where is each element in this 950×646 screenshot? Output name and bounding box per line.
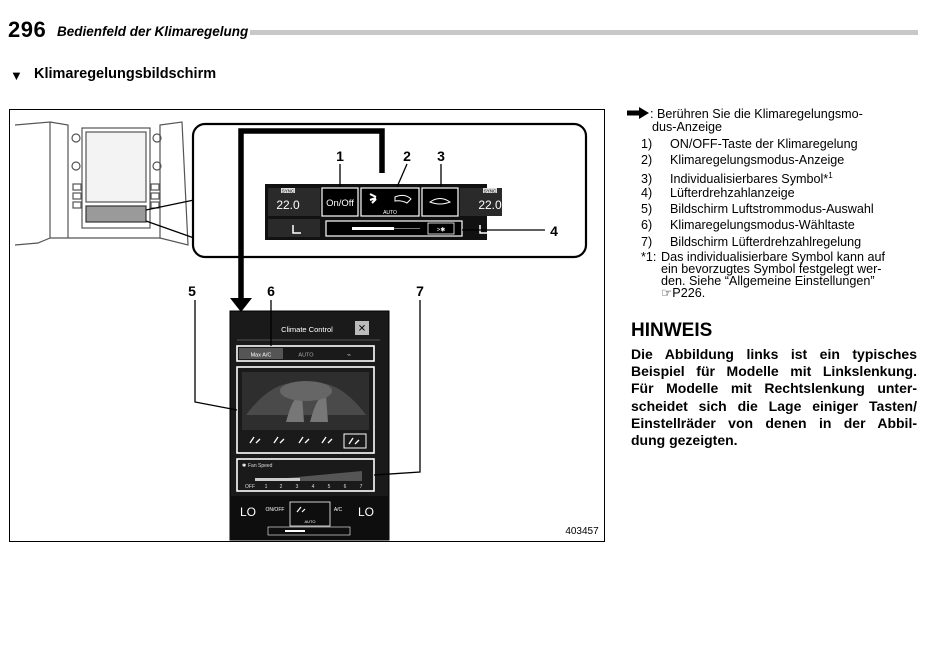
- legend-item-4: 4)Lüfterdrehzahlanzeige: [641, 186, 795, 200]
- custom-symbol: [421, 187, 459, 217]
- callout-2: 2: [403, 148, 411, 164]
- fan-scale-off: OFF: [245, 484, 255, 490]
- callout-1: 1: [336, 148, 344, 164]
- sync-label-left: SYNC: [282, 189, 295, 194]
- chapter-title: Bedienfeld der Klimaregelung: [57, 24, 249, 39]
- hinweis-text: Die Abbildung links ist ein typisches Be…: [631, 346, 917, 449]
- legend-item-6: 6)Klimaregelungsmodus-Wähltaste: [641, 218, 855, 232]
- close-icon: [355, 321, 369, 335]
- mode-auto: AUTO: [298, 353, 314, 359]
- legend-item-7: 7)Bildschirm Lüfterdrehzahlregelung: [641, 235, 862, 249]
- arrow-right-icon: [627, 107, 649, 119]
- callout-3: 3: [437, 148, 445, 164]
- figure-id: 403457: [565, 526, 599, 537]
- callout-5: 5: [188, 283, 196, 299]
- fan-scale-6: 6: [344, 484, 347, 490]
- callout-7: 7: [416, 283, 424, 299]
- legend-item-5: 5)Bildschirm Luftstrommodus-Auswahl: [641, 202, 874, 216]
- fan-scale-2: 2: [280, 484, 283, 490]
- legend-item-3: 3)Individualisierbares Symbol*1: [641, 171, 833, 187]
- arrow-down-icon: [230, 298, 252, 312]
- svg-text:✕: ✕: [358, 324, 366, 335]
- fan-speed-label: Fan Speed: [248, 463, 273, 469]
- legend-arrow-text: : Berühren Sie die Klimaregelungsmo-: [650, 107, 863, 121]
- onoff-label: On/Off: [326, 198, 354, 209]
- fan-scale-1: 1: [265, 484, 268, 490]
- ac-small: A/C: [334, 507, 343, 513]
- hinweis-heading: HINWEIS: [631, 320, 713, 341]
- auto-label-top: AUTO: [383, 210, 397, 216]
- legend-arrow-line: : Berühren Sie die Klimaregelungsmo-: [626, 106, 863, 122]
- mode-maxac: Max A/C: [251, 353, 272, 359]
- screen-title: Climate Control: [281, 325, 333, 334]
- temp-lo-right: LO: [358, 505, 374, 519]
- fan-scale-4: 4: [312, 484, 315, 490]
- fan-scale-3: 3: [296, 484, 299, 490]
- auto-small: AUTO: [304, 519, 315, 524]
- callout-6: 6: [267, 283, 275, 299]
- onoff-button: [321, 187, 359, 217]
- fan-scale-7: 7: [360, 484, 363, 490]
- header-rule: [250, 30, 918, 35]
- temp-left: 22.0: [276, 198, 300, 212]
- figure-drawing: SYNC 22.0 On/Off AUTO SYNC 22.0 >✱ Clima…: [14, 121, 599, 541]
- climate-figure: SYNC 22.0 On/Off AUTO SYNC 22.0 >✱ Clima…: [9, 109, 605, 542]
- footnote: *1:Das individualisierbare Symbol kann a…: [641, 250, 886, 300]
- mode-display: [360, 187, 420, 217]
- dashboard-overview: [14, 121, 189, 246]
- legend-arrow-text-2: dus-Anzeige: [652, 120, 723, 134]
- temp-lo-left: LO: [240, 505, 256, 519]
- svg-text:✱: ✱: [242, 463, 246, 469]
- legend-item-1: 1)ON/OFF-Taste der Klimaregelung: [641, 137, 858, 151]
- page-number: 296: [8, 17, 47, 42]
- onoff-small: ON/OFF: [266, 507, 285, 513]
- section-marker: ▼: [10, 68, 23, 83]
- svg-text:>✱: >✱: [437, 227, 446, 234]
- fan-scale-5: 5: [328, 484, 331, 490]
- legend-item-2: 2)Klimaregelungsmodus-Anzeige: [641, 153, 845, 167]
- sync-label-right: SYNC: [484, 189, 497, 194]
- callout-4: 4: [550, 223, 558, 239]
- temp-right: 22.0: [478, 198, 502, 212]
- section-title: Klimaregelungsbildschirm: [34, 66, 217, 82]
- mode-custom: ⌁: [347, 352, 351, 359]
